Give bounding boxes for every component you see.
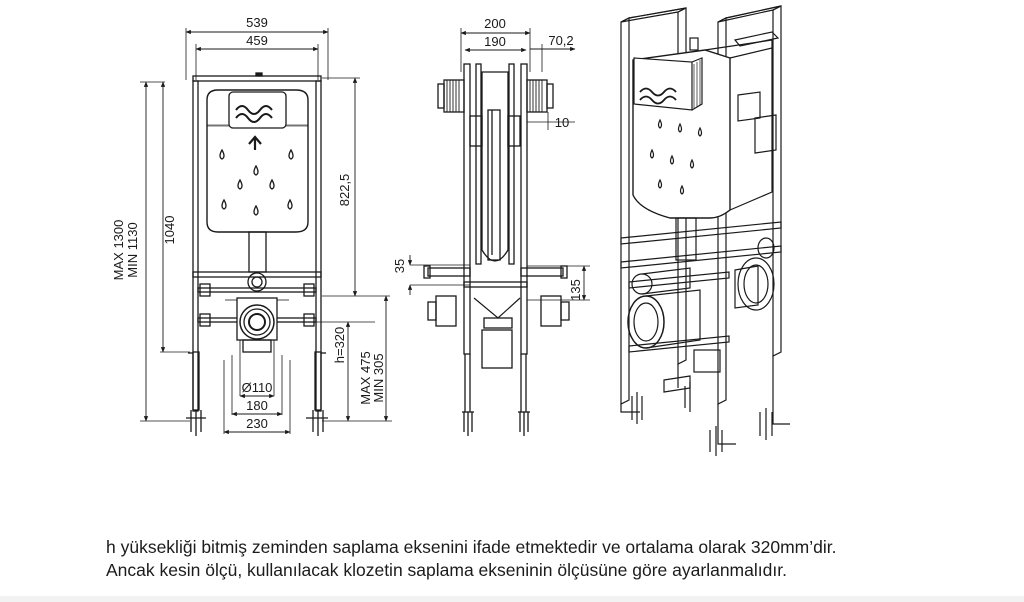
bottom-band [0,596,1024,602]
dim-min-stud: MIN 305 [371,353,386,402]
dim-max-stud: MAX 475 [358,351,373,404]
technical-drawing: 539 459 1040 MAX 1300 MIN 1130 822,5 h=3… [111,5,790,456]
dim-side-135: 135 [568,279,583,301]
caption-line-2: Ancak kesin ölçü, kullanılacak klozetin … [106,560,787,580]
dim-max-height: MAX 1300 [111,220,126,281]
dim-stud-height: h=320 [332,327,347,364]
front-view [140,28,392,436]
dim-gap: 10 [555,115,569,130]
perspective-view [620,5,790,456]
dim-frame-width: 459 [246,33,268,48]
dim-stud-spacing-inner: 180 [246,398,268,413]
dim-pipe-diameter: Ø110 [242,380,273,395]
caption: h yüksekliği bitmiş zeminden saplama eks… [106,536,1006,582]
dim-offset: 70,2 [548,33,573,48]
side-view [407,28,590,436]
dim-depth: 200 [484,16,506,31]
dim-height: 1040 [162,216,177,245]
dim-overall-width: 539 [246,15,268,30]
dim-inner-depth: 190 [484,34,506,49]
dim-side-35: 35 [392,259,407,273]
caption-line-1: h yüksekliği bitmiş zeminden saplama eks… [106,537,837,557]
dim-min-height: MIN 1130 [125,222,140,277]
dim-stud-spacing-outer: 230 [246,416,268,431]
dim-tank-height: 822,5 [337,174,352,207]
